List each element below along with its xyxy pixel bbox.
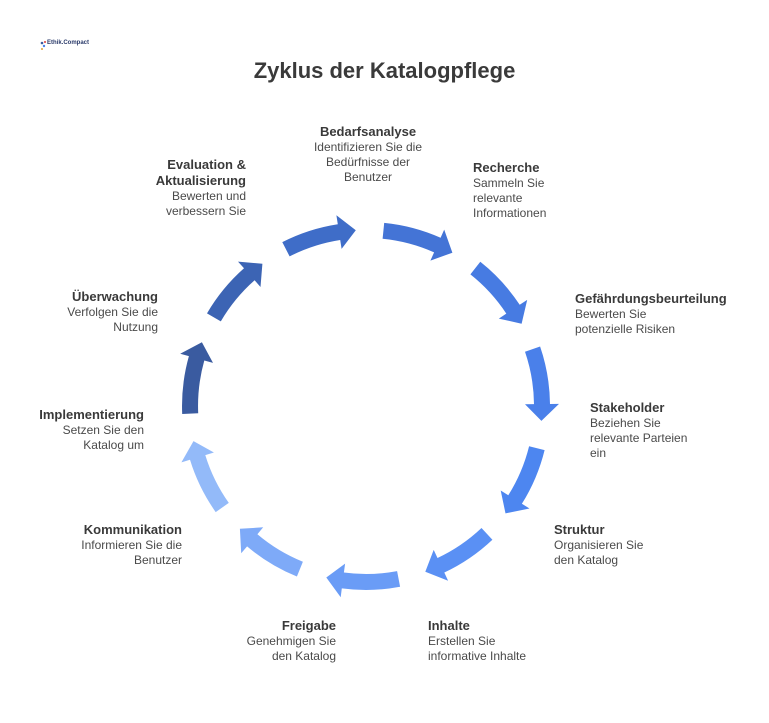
cycle-arrow-5 (470, 261, 528, 324)
page-title: Zyklus der Katalogpflege (253, 58, 516, 83)
cycle-arrow-6 (525, 346, 559, 421)
step-description: Bewerten und verbessern Sie (165, 189, 246, 218)
logo-text: Ethik.Compact (47, 40, 90, 46)
step-evaluation-aktualisierung: Evaluation & Aktualisierung Bewerten und… (110, 157, 246, 219)
step-title: Recherche (473, 160, 540, 175)
step-title: Gefährdungsbeurteilung (575, 291, 727, 306)
step-description: Bewerten Sie potenzielle Risiken (575, 307, 676, 336)
step-title: Implementierung (39, 407, 144, 422)
step-title: Kommunikation (83, 522, 182, 537)
cycle-arrow-3 (282, 215, 356, 257)
step-description: Sammeln Sie relevante Informationen (473, 176, 547, 220)
step-title: Evaluation & Aktualisierung (155, 157, 246, 188)
cycle-arrow-10 (239, 527, 303, 577)
step-ueberwachung: Überwachung Verfolgen Sie die Nutzung (30, 289, 158, 335)
step-title: Freigabe (281, 618, 336, 633)
cycle-arrow-4 (382, 222, 453, 261)
cycle-arrow-7 (500, 446, 545, 514)
step-description: Genehmigen Sie den Katalog (246, 634, 336, 663)
step-description: Verfolgen Sie die Nutzung (67, 305, 158, 334)
step-title: Inhalte (428, 618, 470, 633)
cycle-arrow-2 (207, 261, 263, 322)
step-kommunikation: Kommunikation Informieren Sie die Benutz… (40, 522, 182, 568)
logo: Ethik.Compact (40, 40, 90, 54)
step-description: Beziehen Sie relevante Parteien ein (590, 416, 688, 460)
step-title: Bedarfsanalyse (319, 124, 417, 139)
step-implementierung: Implementierung Setzen Sie den Katalog u… (18, 407, 144, 453)
cycle-arrow-1 (180, 342, 213, 414)
step-description: Setzen Sie den Katalog um (62, 423, 144, 452)
step-inhalte: Inhalte Erstellen Sie informative Inhalt… (428, 618, 558, 664)
step-description: Organisieren Sie den Katalog (554, 538, 644, 567)
step-title: Stakeholder (590, 400, 665, 415)
cycle-arrow-9 (326, 563, 401, 598)
step-recherche: Recherche Sammeln Sie relevante Informat… (473, 160, 593, 221)
step-description: Erstellen Sie informative Inhalte (428, 634, 527, 663)
step-title: Struktur (554, 522, 605, 537)
step-struktur: Struktur Organisieren Sie den Katalog (554, 522, 674, 568)
step-title: Überwachung (72, 289, 158, 304)
logo-mark-icon (40, 40, 47, 50)
step-description: Informieren Sie die Benutzer (81, 538, 182, 567)
step-stakeholder: Stakeholder Beziehen Sie relevante Parte… (590, 400, 720, 461)
step-description: Identifizieren Sie die Bedürfnisse der B… (313, 140, 423, 184)
step-freigabe: Freigabe Genehmigen Sie den Katalog (210, 618, 336, 664)
step-bedarfsanalyse: Bedarfsanalyse Identifizieren Sie die Be… (298, 124, 438, 185)
cycle-arrow-11 (181, 441, 229, 513)
step-gefaehrdungsbeurteilung: Gefährdungsbeurteilung Bewerten Sie pote… (575, 291, 750, 337)
cycle-arrow-8 (425, 528, 493, 581)
